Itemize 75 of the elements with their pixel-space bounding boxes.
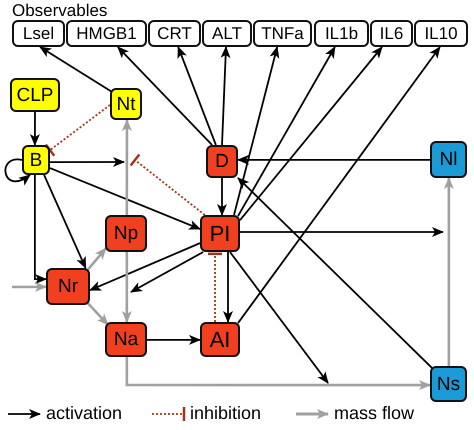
arrow: [86, 302, 109, 326]
state-box: [105, 215, 147, 252]
node-label: B: [30, 150, 42, 170]
inhibition-line: [129, 153, 206, 216]
inhibition-line: [44, 104, 111, 157]
arrow: [239, 46, 383, 221]
arrow: [30, 112, 40, 146]
observable-box: [253, 20, 312, 47]
arrow: [177, 46, 217, 146]
arrow: [50, 167, 201, 230]
observable-box: [414, 20, 468, 47]
arrow: [12, 282, 47, 292]
arrow: [50, 157, 125, 168]
arrow: [122, 252, 132, 323]
node-label: Nr: [58, 277, 78, 296]
arrow: [147, 334, 201, 345]
legend-label: activation: [46, 404, 122, 422]
arrow: [237, 177, 432, 368]
node-label: IL6: [380, 25, 404, 42]
group-heading: Observables: [12, 2, 108, 19]
arrow: [233, 46, 280, 216]
node-label: IL1b: [324, 25, 358, 42]
node-label: IL10: [424, 25, 458, 42]
state-box: [430, 366, 467, 402]
arrow: [237, 154, 430, 165]
arrow: [237, 46, 441, 324]
arrow: [223, 252, 233, 323]
state-box: [105, 322, 147, 357]
node-label: D: [215, 152, 229, 171]
node-label: CRT: [157, 25, 192, 42]
node-label: TNFa: [261, 25, 304, 42]
node-label: ALT: [212, 25, 242, 42]
state-box: [206, 145, 238, 178]
arrow: [237, 46, 336, 217]
arrow: [130, 251, 204, 293]
arrow: [126, 357, 431, 390]
state-box: [46, 268, 90, 305]
legend-label: mass flow: [334, 404, 414, 422]
arrow: [86, 247, 107, 271]
state-box: [10, 78, 60, 112]
arrow: [39, 46, 112, 93]
arrow: [217, 178, 227, 216]
arrow: [117, 46, 213, 146]
arrow: [4, 158, 31, 186]
node-label: HMGB1: [76, 25, 137, 42]
arrow: [43, 174, 86, 269]
arrow: [444, 177, 454, 366]
state-box: [200, 215, 240, 252]
node-label: Lsel: [22, 25, 54, 42]
observable-box: [66, 20, 147, 47]
node-label: Nt: [116, 94, 136, 114]
node-label: Ns: [436, 374, 460, 394]
node-label: Na: [114, 330, 138, 349]
state-box: [22, 145, 50, 175]
legend-label: inhibition: [190, 404, 262, 422]
observable-box: [148, 20, 201, 47]
node-label: Np: [114, 224, 138, 243]
arrow: [122, 119, 132, 215]
arrow: [89, 242, 200, 292]
arrow: [220, 46, 231, 146]
observable-box: [202, 20, 252, 47]
observable-box: [370, 20, 413, 47]
node-label: AI: [210, 328, 230, 350]
inhibition-line: [206, 252, 224, 322]
arrow: [229, 251, 329, 384]
observable-box: [314, 20, 369, 47]
arrow: [240, 227, 444, 237]
node-label: Nl: [440, 150, 458, 169]
state-box: [430, 141, 467, 178]
state-box: [110, 88, 142, 120]
state-box: [200, 322, 240, 357]
node-label: PI: [210, 222, 230, 244]
node-label: CLP: [16, 86, 54, 104]
arrow: [34, 175, 47, 284]
observable-box: [12, 20, 65, 47]
